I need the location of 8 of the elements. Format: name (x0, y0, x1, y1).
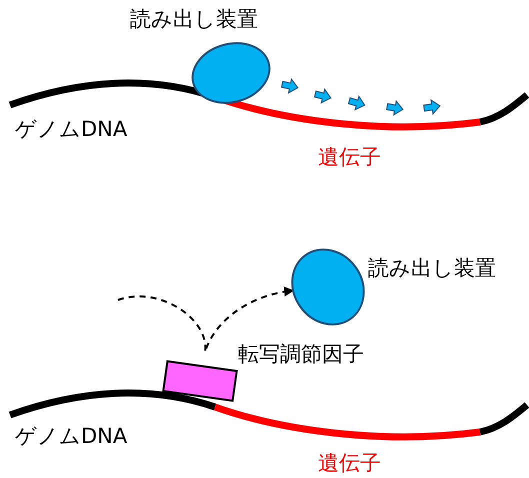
dna-label: ゲノムDNA (15, 118, 128, 142)
movement-arrow (118, 286, 294, 353)
gene-label: 遺伝子 (318, 452, 381, 476)
node-label: 読み出し装置 (130, 8, 258, 32)
gene-label: 遺伝子 (318, 146, 381, 170)
node-label: 転写調節因子 (238, 343, 364, 366)
dna-label: ゲノムDNA (15, 425, 128, 448)
node-label: 読み出し装置 (368, 257, 496, 280)
